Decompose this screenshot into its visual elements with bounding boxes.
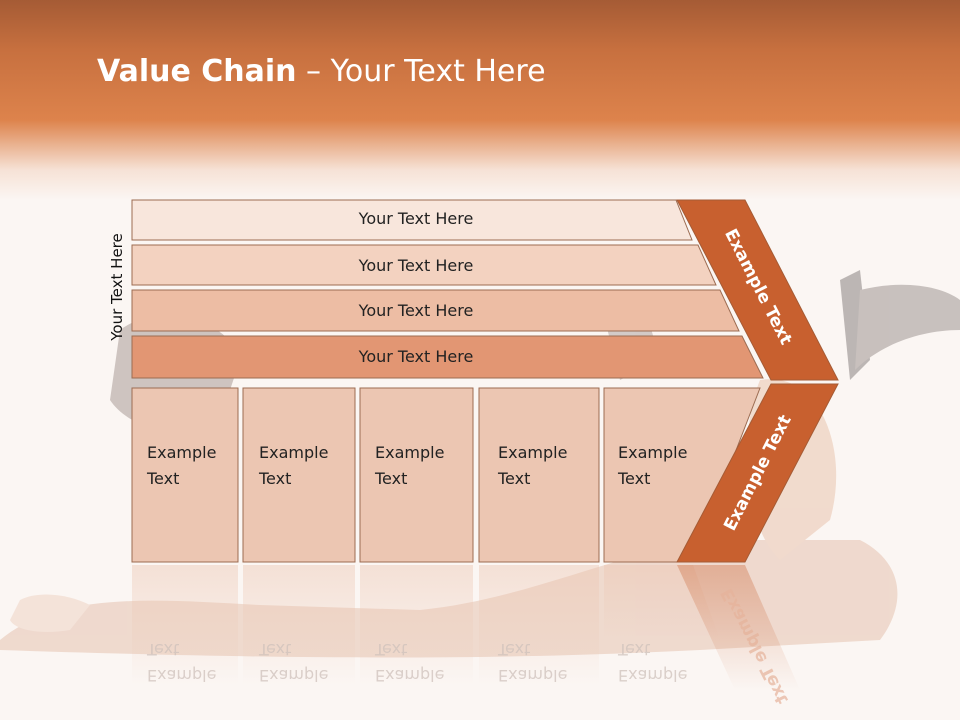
title-bold: Value Chain	[97, 54, 297, 89]
column-label-5-reflection: Example Text	[618, 640, 688, 685]
row-label-3: Your Text Here	[358, 301, 474, 320]
reflection	[132, 565, 800, 690]
chevron-top	[676, 199, 839, 381]
slide-title: Value Chain – Your Text Here	[97, 54, 546, 89]
column-label-2: Example Text	[259, 443, 329, 488]
column-box-4	[478, 387, 600, 563]
header-band	[0, 0, 960, 200]
column-box-1	[131, 387, 239, 563]
column-label-1: Example Text	[147, 443, 217, 488]
row-label-2: Your Text Here	[358, 256, 474, 275]
column-label-4: Example Text	[498, 443, 568, 488]
column-label-4-reflection: Example Text	[498, 640, 568, 685]
column-label-2-reflection: Example Text	[259, 640, 329, 685]
row-bar-4	[131, 335, 764, 379]
title-rest: – Your Text Here	[296, 54, 546, 89]
row-bar-1	[131, 199, 693, 241]
row-bar-2	[131, 244, 717, 286]
column-label-3: Example Text	[375, 443, 445, 488]
row-bar-3	[131, 289, 740, 332]
column-box-2	[242, 387, 356, 563]
column-label-3-reflection: Example Text	[375, 640, 445, 685]
column-box-3	[359, 387, 474, 563]
column-label-1-reflection: Example Text	[147, 640, 217, 685]
row-label-4: Your Text Here	[358, 347, 474, 366]
chevron-bottom	[676, 383, 839, 563]
column-label-5: Example Text	[618, 443, 688, 488]
row-label-1: Your Text Here	[358, 209, 474, 228]
